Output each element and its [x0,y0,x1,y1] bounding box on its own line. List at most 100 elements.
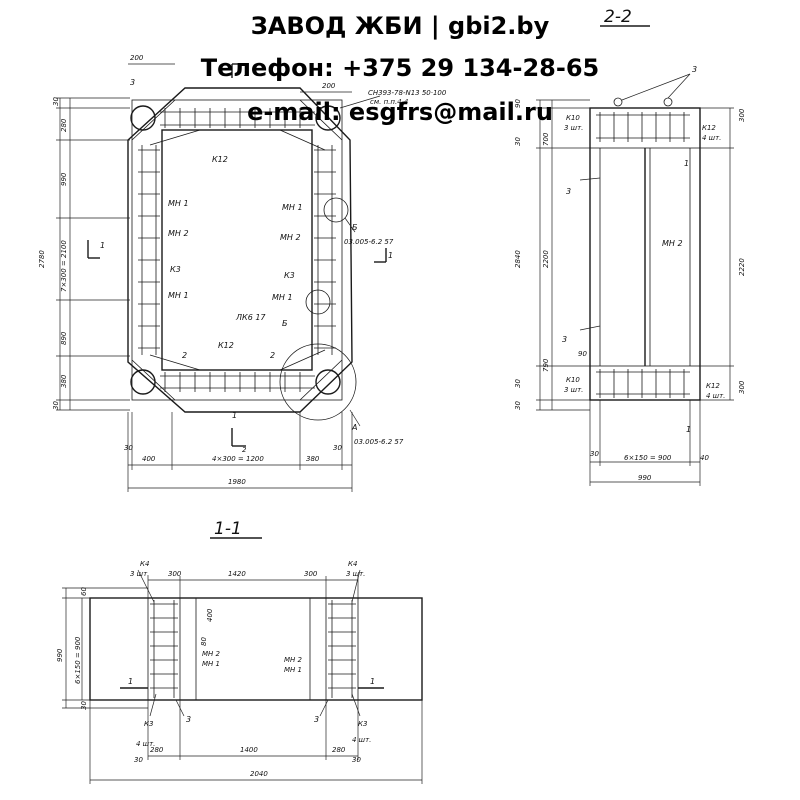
sec11-label-12: 3 [186,715,191,724]
sec11-top-dim-2: 300 [304,570,318,578]
plan-bottom-dim-1: 400 [142,455,156,463]
plan-label-11: К12 [218,341,234,350]
sec22-label-10: 3 шт. [564,386,583,394]
sec11-left-dim-0: 60 [80,587,88,596]
section-1-1-left-rebar [150,600,178,698]
sec11-label-6: МН 2 [284,656,303,664]
sec22-label-3: К12 [702,124,716,132]
sec22-left-dim-0: 90 [514,99,522,108]
sec22-label-6: 3 [566,187,571,196]
header-company: ЗАВОД ЖБИ | gbi2.by [250,12,550,40]
sec22-left-dim-4: 2200 [542,250,550,268]
sec22-label-7: МН 2 [662,239,683,248]
plan-bottom-dim-0: 30 [124,444,133,452]
sec11-label-8: 1 [128,677,133,686]
sec11-label-2: К4 [348,560,357,568]
plan-label-4: К3 [170,265,181,274]
plan-bottom-rebar [160,372,315,392]
sec11-left-dim-2: 6×150 = 900 [74,636,82,684]
section-1-1-outline [89,597,423,701]
sec11-bottom-dim-1: 280 [150,746,164,754]
plan-left-dim-0: 30 [52,97,60,106]
callout-circle-b [323,197,349,223]
section-1-1-right-rebar [328,600,356,698]
sec11-label-11: 4 шт. [136,740,155,748]
plan-callout-a: 03.005-6.2 57 [354,438,404,446]
section-2-2-bottom-rebar [596,369,690,398]
plan-label-17: А [351,423,357,432]
sec11-top-dim-0: 300 [168,570,182,578]
sec22-left-dim-2: 700 [542,132,550,146]
plan-left-dim-3: 2780 [38,250,46,268]
sec22-bottom-dim-0: 30 [590,450,599,458]
sec11-label-7: МН 1 [284,666,302,674]
plan-bottom-dim-3: 380 [306,455,320,463]
sec22-left-dim-5: 90 [578,350,587,358]
sec22-label-4: 4 шт. [702,134,721,142]
plan-note-2: см. п.п.4.4 [370,98,408,106]
sec22-right-dim-0: 300 [738,108,746,122]
sec11-label-14: К3 [358,720,367,728]
sec22-right-dim-1: 2220 [738,258,746,276]
section-1-1-title: 1-1 [214,519,242,539]
sec11-inner-dim-0: 400 [206,608,214,622]
sec22-left-dim-7: 30 [514,379,522,388]
sec11-bottom-dim-2: 1400 [240,746,258,754]
plan-top-rebar [160,108,315,128]
sec22-left-dim-6: 790 [542,358,550,372]
plan-note-1: СН393-78-N13 50·100 [368,89,447,97]
callout-circle-b2 [305,289,331,315]
plan-label-2: МН 1 [168,199,189,208]
sec22-label-11: К12 [706,382,720,390]
sec22-label-9: К10 [566,376,580,384]
sec22-label-13: 1 [686,425,691,434]
plan-bottom-dim-2: 4×300 = 1200 [212,455,264,463]
plan-label-15: Б [352,223,358,232]
section-2-2-title: 2-2 [604,7,632,27]
plan-label-5: МН 1 [168,291,189,300]
plan-left-dim-5: 890 [60,331,68,345]
header-email: e-mail: esgfrs@mail.ru [247,98,553,126]
sec22-bottom-dim-3: 990 [638,474,652,482]
sec11-left-dim-3: 30 [80,701,88,710]
plan-label-10: 2 [182,351,187,360]
plan-label-1: К12 [212,155,228,164]
sec22-left-dim-8: 30 [514,401,522,410]
plan-label-7: МН 2 [280,233,301,242]
sec11-label-13: 3 [314,715,319,724]
sec11-label-9: 1 [370,677,375,686]
sec22-label-5: 1 [684,159,689,168]
section-2-2-top-rebar [596,112,690,142]
sec11-label-3: 3 шт. [346,570,365,578]
sec22-right-dim-2: 300 [738,380,746,394]
plan-section-mark-0: 1 [100,241,105,250]
plan-callout-b: 03.005-6.2 57 [344,238,394,246]
sec22-bottom-dim-1: 6×150 = 900 [624,454,672,462]
sec22-label-0: 3 [692,65,697,74]
plan-section-mark-1: 1 [388,251,393,260]
plan-left-dim-1: 280 [60,118,68,132]
section-2-2: 2-2 [514,7,746,486]
sec11-label-5: МН 1 [202,660,220,668]
plan-left-dim-2: 990 [60,172,68,186]
sec22-label-1: К10 [566,114,580,122]
plan-left-dim-4: 7×300 = 2100 [60,240,68,292]
plan-label-13: 2 [270,351,275,360]
header-phone: Телефон: +375 29 134-28-65 [200,54,600,82]
sec11-label-0: К4 [140,560,149,568]
sec11-bottom-dim-3: 30 [352,756,361,764]
plan-section-mark-2: 2 [242,446,247,454]
plan-top-dim-1: 200 [130,54,144,62]
sec11-label-10: К3 [144,720,153,728]
plan-label-14: 1 [232,411,237,420]
callout-circle-a [279,343,357,421]
plan-right-rebar [314,145,336,355]
sec11-top-dim-1: 1420 [228,570,246,578]
sec11-label-1: 3 шт. [130,570,149,578]
plan-label-0: 3 [130,78,135,87]
plan-label-12: ЛК6 17 [235,313,266,322]
sec22-label-2: 3 шт. [564,124,583,132]
plan-left-rebar [138,145,160,355]
sec22-bottom-dim-2: 40 [700,454,709,462]
